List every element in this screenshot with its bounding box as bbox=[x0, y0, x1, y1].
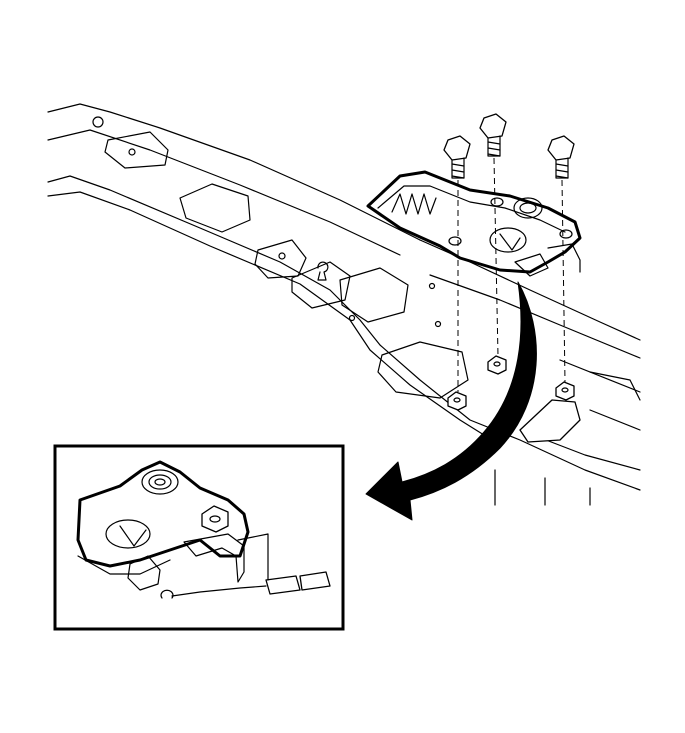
panel-front-lip bbox=[47, 175, 641, 491]
latch-bolt-hole-left bbox=[448, 236, 462, 246]
latch-release-lever bbox=[514, 243, 581, 277]
panel-hole-3 bbox=[428, 282, 436, 290]
striker-mount-bracket bbox=[519, 399, 581, 443]
panel-pad-1 bbox=[104, 131, 169, 169]
panel-pad-7 bbox=[589, 371, 641, 401]
latch-bolt-hole-middle bbox=[490, 197, 504, 207]
inset-plate-lower-edge bbox=[77, 555, 171, 575]
nuts bbox=[447, 355, 575, 411]
bolts bbox=[443, 113, 575, 179]
panel-keyhole bbox=[317, 261, 329, 281]
panel-hole-5 bbox=[348, 314, 356, 322]
panel-boss-top bbox=[92, 116, 104, 128]
nut-right bbox=[555, 381, 575, 401]
panel-front-lip-lower bbox=[47, 191, 501, 446]
panel-upper-edge-inner bbox=[47, 129, 401, 256]
nut-left bbox=[447, 391, 467, 411]
bolt-middle bbox=[479, 113, 507, 157]
detail-inset bbox=[53, 444, 345, 631]
panel-pad-2 bbox=[179, 183, 251, 233]
panel-right-legs bbox=[494, 469, 591, 506]
alignment-lines bbox=[457, 157, 566, 392]
latch-bolt-hole-right bbox=[559, 229, 573, 239]
hood-latch-assembly bbox=[366, 170, 582, 277]
latch-spring-left bbox=[391, 193, 437, 215]
inset-center-hole bbox=[105, 519, 151, 549]
panel-pad-4 bbox=[291, 261, 351, 309]
inset-cable-housing bbox=[299, 571, 331, 591]
detail-callout-arrow bbox=[365, 281, 537, 521]
inset-leader bbox=[237, 533, 269, 581]
inset-spring bbox=[141, 469, 179, 495]
latch-center-hole bbox=[489, 227, 527, 253]
inset-cable-eye bbox=[160, 589, 174, 599]
latch-spring-right bbox=[513, 197, 543, 219]
panel-pad-5 bbox=[339, 267, 409, 323]
panel-pad-6 bbox=[377, 341, 469, 399]
inset-release-lever bbox=[183, 533, 245, 583]
inset-cable-fitting bbox=[265, 575, 301, 595]
nut-middle bbox=[487, 355, 507, 375]
panel-hole-2 bbox=[278, 252, 286, 260]
panel-upper-edge bbox=[47, 103, 421, 241]
latch-plate-outline bbox=[366, 170, 582, 274]
inset-cable bbox=[171, 585, 267, 597]
inset-frame bbox=[53, 444, 345, 631]
latch-plate-inner bbox=[377, 185, 566, 233]
bolt-right bbox=[547, 135, 575, 179]
panel-hole-4 bbox=[434, 320, 442, 328]
inset-nut bbox=[201, 505, 229, 533]
panel-hole-1 bbox=[128, 148, 136, 156]
bolt-left bbox=[443, 135, 471, 179]
inset-lever-tab bbox=[127, 555, 161, 591]
inset-latch-plate bbox=[76, 460, 250, 568]
